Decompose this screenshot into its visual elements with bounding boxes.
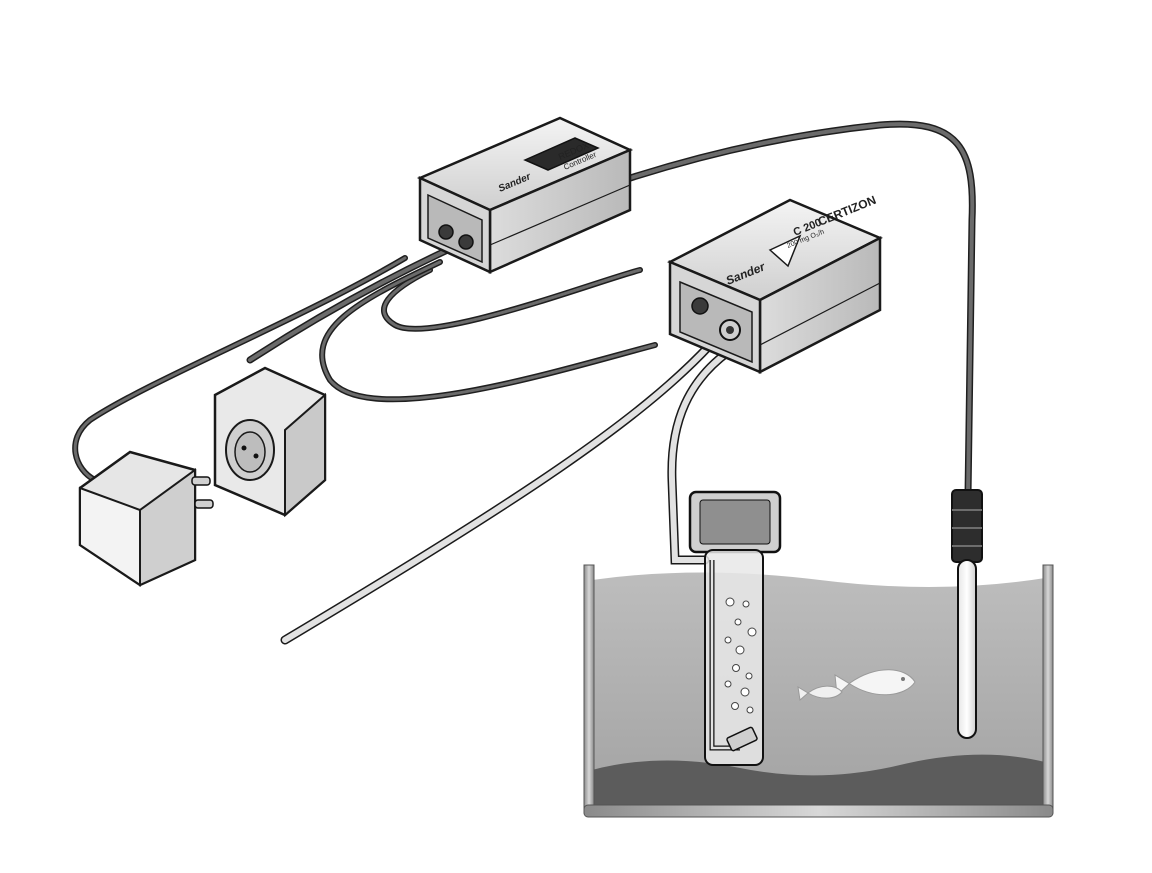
power-adapter-icon <box>78 450 214 587</box>
redox-probe-icon <box>951 489 983 739</box>
redox-controller: REDOX Controller Sander <box>416 116 634 274</box>
ozonizer-certizon: CERTIZON C 200 200 mg O₃/h Sander <box>667 193 883 375</box>
wall-socket-icon <box>213 366 327 518</box>
warning-triangle-icon <box>768 234 802 268</box>
cables <box>72 120 976 645</box>
redox-display <box>523 137 600 171</box>
reactor-icon <box>688 490 782 766</box>
fish-icon <box>797 669 916 701</box>
bubbles <box>724 597 757 714</box>
control-cable <box>381 267 643 332</box>
gravel <box>592 754 1045 808</box>
